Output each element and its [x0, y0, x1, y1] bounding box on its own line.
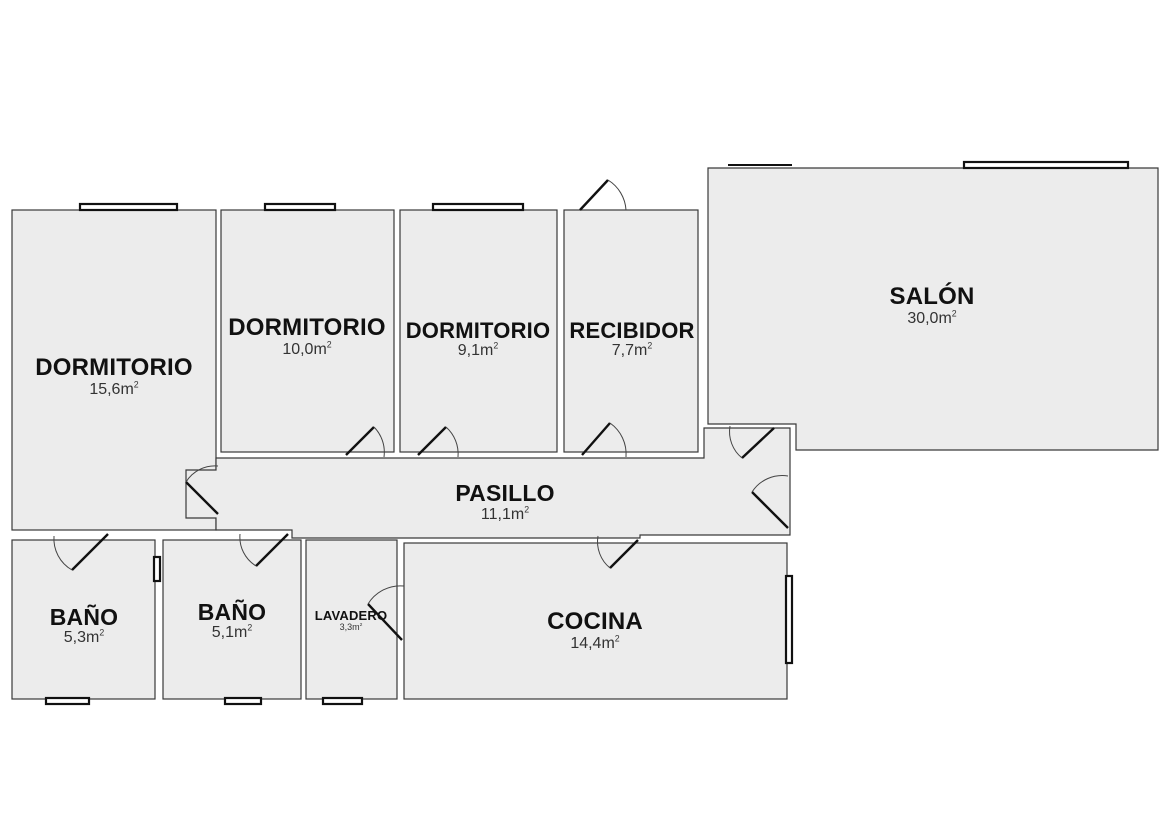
door-dormitorio-3 [417, 426, 459, 458]
window [321, 696, 364, 706]
room-area: 7,7m2 [611, 340, 653, 359]
room-pasillo [185, 427, 791, 539]
room-cocina [403, 542, 788, 700]
door-salon-top [729, 425, 775, 459]
window [78, 202, 179, 212]
room-area: 3,3m2 [339, 622, 363, 632]
room-name: COCINA [547, 608, 643, 635]
label-bano-2: BAÑO 5,1m2 [198, 601, 267, 641]
window [263, 202, 337, 212]
door-bano-2 [239, 533, 289, 567]
label-dormitorio-main: DORMITORIO 15,6m2 [35, 356, 193, 398]
window [784, 574, 794, 665]
door-dormitorio-main [185, 465, 219, 515]
label-salon: SALÓN 30,0m2 [890, 285, 975, 327]
room-name: BAÑO [49, 604, 119, 630]
label-bano-1: BAÑO 5,3m2 [50, 606, 119, 646]
room-dormitorio-2 [220, 209, 395, 453]
room-name: DORMITORIO [228, 314, 386, 341]
room-name: BAÑO [197, 599, 267, 625]
room-area: 14,4m2 [570, 633, 620, 652]
door-bano-1 [53, 533, 109, 571]
room-area: 5,3m2 [63, 627, 105, 646]
room-dormitorio-main [11, 209, 217, 531]
door-recibidor [581, 422, 627, 458]
room-salon [707, 167, 1159, 451]
room-area: 9,1m2 [457, 340, 499, 359]
door-dormitorio-2 [345, 426, 385, 458]
window [962, 160, 1130, 170]
window [431, 202, 525, 212]
room-area: 11,1m2 [480, 504, 530, 523]
room-name: RECIBIDOR [569, 318, 695, 343]
label-recibidor: RECIBIDOR 7,7m2 [569, 320, 694, 359]
door-salon-side [751, 475, 789, 529]
label-dormitorio-2: DORMITORIO 10,0m2 [228, 316, 386, 358]
room-name: PASILLO [455, 480, 555, 506]
window [44, 696, 91, 706]
label-cocina: COCINA 14,4m2 [547, 610, 643, 652]
door-entrance [579, 179, 627, 211]
door-cocina [597, 535, 639, 569]
room-area: 30,0m2 [907, 308, 957, 327]
room-recibidor [563, 209, 699, 453]
label-pasillo: PASILLO 11,1m2 [455, 482, 554, 523]
room-name: DORMITORIO [405, 318, 551, 343]
label-dormitorio-3: DORMITORIO 9,1m2 [406, 320, 551, 359]
room-name: SALÓN [889, 283, 975, 310]
room-area: 15,6m2 [89, 379, 139, 398]
window [223, 696, 263, 706]
label-lavadero: LAVADERO 3,3m2 [315, 609, 388, 632]
room-area: 10,0m2 [282, 339, 332, 358]
door-lavadero [367, 585, 405, 641]
room-name: LAVADERO [314, 608, 388, 623]
room-name: DORMITORIO [35, 354, 193, 381]
window [152, 555, 162, 583]
room-area: 5,1m2 [211, 622, 253, 641]
